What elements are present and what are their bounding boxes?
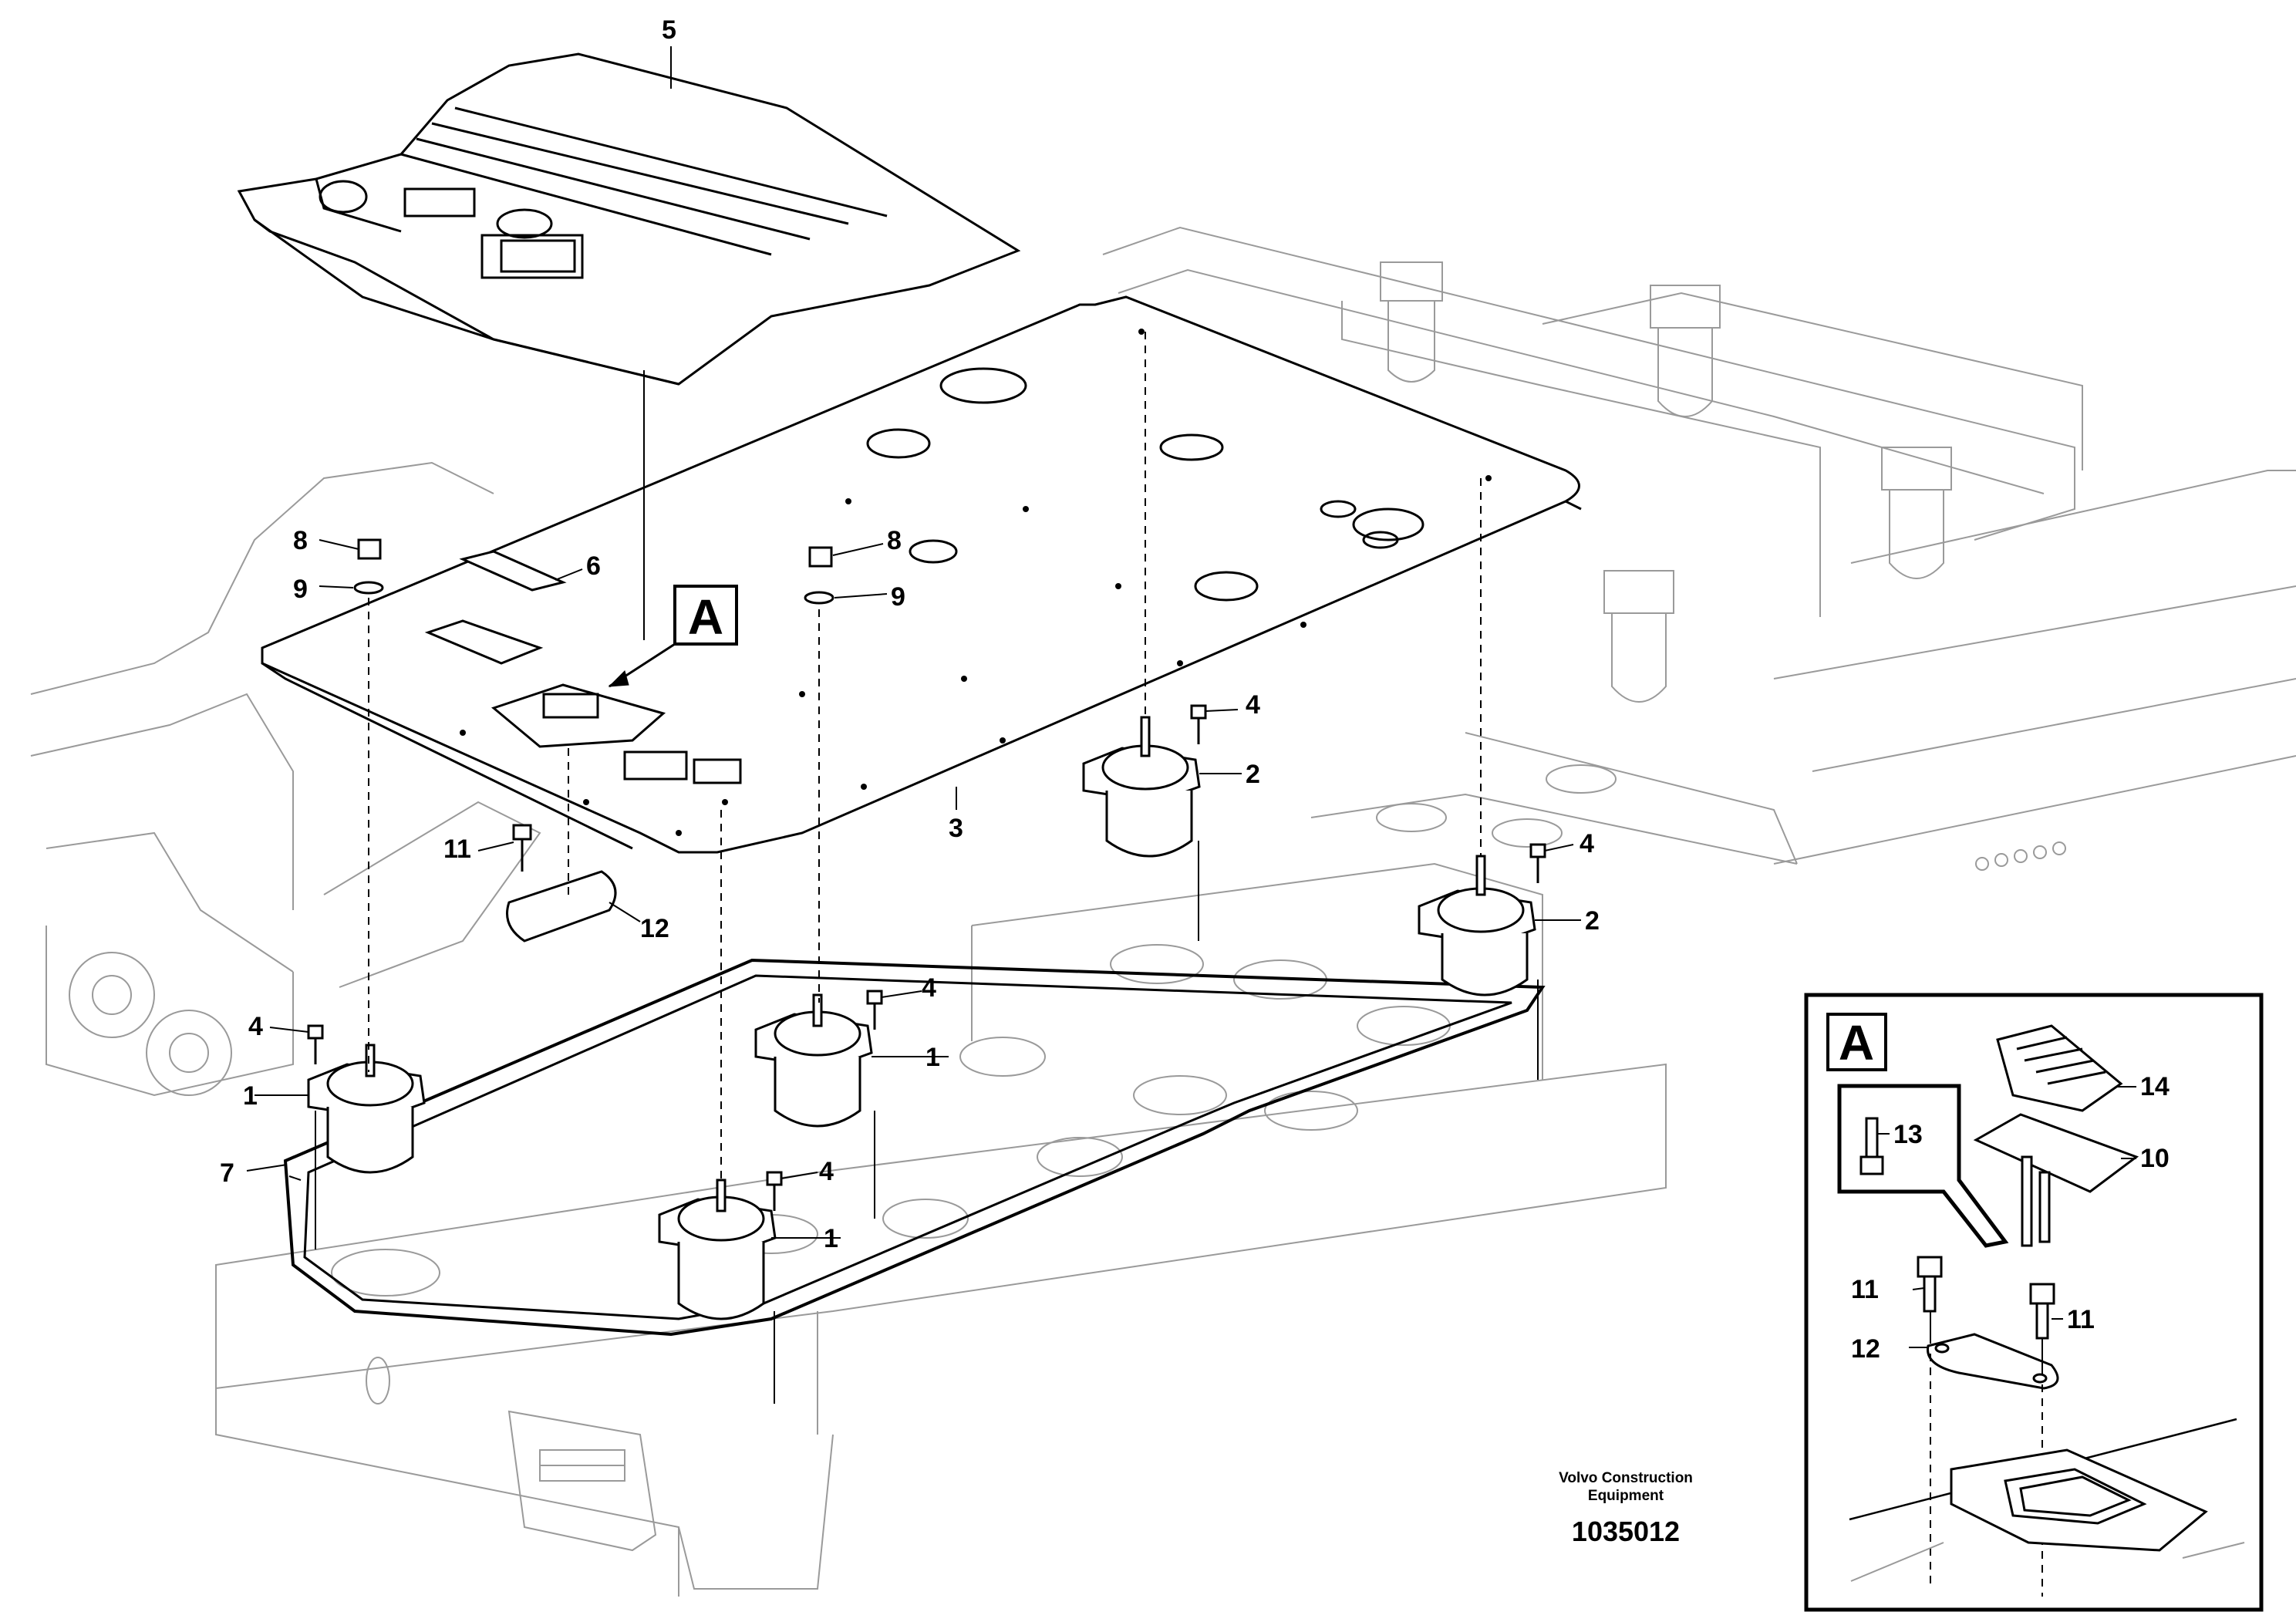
callout-5: 5 <box>662 15 676 45</box>
callout-1: 1 <box>243 1081 258 1111</box>
frame-post <box>1650 285 1721 417</box>
nut-part-8 <box>808 546 833 568</box>
callout-4: 4 <box>248 1012 263 1041</box>
callout-11: 11 <box>2067 1305 2095 1334</box>
pedal-plate-part-10 <box>1973 1113 2139 1193</box>
floor-plate-part-3 <box>261 295 1582 854</box>
callout-7: 7 <box>220 1158 234 1188</box>
mount-part-1-left <box>307 1044 426 1174</box>
frame-hole-row <box>1975 841 2066 871</box>
callout-6: 6 <box>586 551 601 581</box>
callout-leaders <box>246 46 1581 1239</box>
callout-4: 4 <box>922 973 936 1003</box>
bolt-part-11-inset-left <box>1917 1256 1943 1313</box>
frame-post <box>1881 447 1952 579</box>
mount-part-1-center <box>754 993 873 1128</box>
mount-part-2-rear <box>1082 716 1201 858</box>
assembly-lines <box>315 332 1539 1404</box>
washer-part-9 <box>804 591 834 605</box>
frame-post <box>1603 570 1674 703</box>
callout-2: 2 <box>1246 760 1260 789</box>
callout-12: 12 <box>1851 1334 1880 1364</box>
nut-part-8 <box>357 538 382 560</box>
mount-part-2-right <box>1418 855 1536 996</box>
callout-10: 10 <box>2140 1144 2170 1173</box>
callout-9: 9 <box>891 582 905 612</box>
callout-1: 1 <box>925 1043 940 1072</box>
callout-8: 8 <box>887 526 902 555</box>
callout-13: 13 <box>1893 1120 1923 1149</box>
floor-mat-part-5 <box>237 52 1021 386</box>
callout-12: 12 <box>640 914 669 943</box>
pedal-pad-part-14 <box>1996 1024 2123 1112</box>
bracket-part-12 <box>506 870 617 943</box>
bolt-part-4 <box>1529 843 1546 883</box>
washer-part-9 <box>353 581 384 595</box>
bolt-part-4 <box>866 990 883 1030</box>
bolt-part-4 <box>307 1024 324 1064</box>
bolt-part-4 <box>766 1171 783 1211</box>
callout-4: 4 <box>819 1157 834 1186</box>
callout-4: 4 <box>1246 690 1260 720</box>
callout-1: 1 <box>824 1224 838 1253</box>
callout-14: 14 <box>2140 1072 2170 1101</box>
inset-detail-a: A <box>1804 993 2264 1612</box>
company-name-line1: Volvo Construction <box>1559 1470 1693 1486</box>
detail-a-label: A <box>688 589 723 645</box>
callout-labels: 5 8 9 6 8 9 3 4 2 4 2 11 12 4 1 4 1 7 4 … <box>220 15 2170 1364</box>
mount-part-1-front <box>658 1179 777 1320</box>
footer: Volvo Construction Equipment 1035012 <box>1559 1470 1693 1547</box>
seal-part-7 <box>283 958 1546 1337</box>
plate-bolt-holes <box>460 329 1492 836</box>
cover-part-6 <box>424 550 567 665</box>
company-name-line2: Equipment <box>1588 1488 1664 1504</box>
callout-3: 3 <box>949 814 963 843</box>
pedal-base-inset <box>1950 1448 2208 1552</box>
handle-block <box>507 1410 657 1552</box>
callout-8: 8 <box>293 526 308 555</box>
pedal-base-on-plate <box>491 683 666 748</box>
callout-4: 4 <box>1580 829 1594 858</box>
bolt-part-13 <box>1859 1117 1884 1175</box>
pedal-shaft <box>2021 1155 2051 1247</box>
detail-a-marker: A <box>608 585 738 688</box>
inset-a-label: A <box>1839 1015 1874 1071</box>
frame-post <box>1380 261 1443 383</box>
drawing-number: 1035012 <box>1572 1516 1680 1547</box>
callout-9: 9 <box>293 575 308 604</box>
callout-11: 11 <box>1851 1275 1879 1304</box>
bolt-part-4 <box>1190 704 1207 744</box>
callout-2: 2 <box>1585 906 1600 936</box>
callout-11: 11 <box>443 835 471 864</box>
bolt-part-11 <box>512 824 532 872</box>
